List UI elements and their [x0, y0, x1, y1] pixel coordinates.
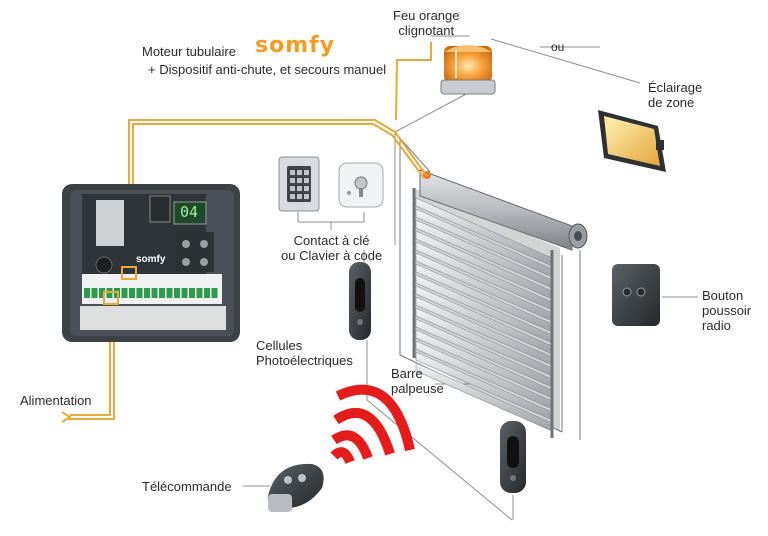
keypad-key [304, 194, 309, 199]
control-unit [62, 184, 240, 342]
terminal-block [174, 288, 180, 298]
safety-edge-label: Barre palpeuse [391, 366, 444, 396]
zone-light-label: Éclairage de zone [648, 80, 703, 110]
keypad-key [290, 194, 295, 199]
terminal-block [189, 288, 195, 298]
motor-label: Moteur tubulaire [142, 44, 236, 59]
terminal-block [136, 288, 143, 298]
keypad-key [290, 186, 295, 191]
remote-label: Télécommande [142, 479, 232, 494]
radio-push-button [612, 264, 660, 326]
terminal-block [211, 288, 218, 298]
code-keypad [278, 156, 320, 212]
keypad-key [297, 170, 302, 175]
terminal-block [204, 288, 210, 298]
terminal-block [144, 288, 150, 298]
terminal-block [166, 288, 173, 298]
terminal-block [99, 288, 105, 298]
photocell-bottom [500, 421, 526, 493]
board-display: 04 [180, 203, 199, 221]
somfy-logo: somfy [255, 33, 336, 58]
terminal-block [151, 288, 158, 298]
motor-options-label: + Dispositif anti-chute, et secours manu… [148, 62, 387, 77]
radio-button-label: Bouton poussoir radio [702, 288, 752, 333]
radio-signal-waves [330, 384, 415, 464]
terminal-block [129, 288, 135, 298]
zone-lamp [598, 110, 666, 172]
board-brand: somfy [136, 254, 166, 265]
keypad-key [297, 186, 302, 191]
terminal-block [196, 288, 203, 298]
roller-shutter [412, 169, 588, 438]
keypad-key [297, 194, 302, 199]
keypad-key [304, 178, 309, 183]
terminal-block [181, 288, 188, 298]
terminal-block [84, 288, 90, 298]
keypad-key [304, 170, 309, 175]
keys-label: Contact à clé ou Clavier à code [281, 233, 383, 263]
or-label: ou [551, 40, 565, 54]
terminal-block [159, 288, 165, 298]
keypad-key [290, 178, 295, 183]
connection-lines [243, 35, 698, 521]
power-supply-label: Alimentation [20, 393, 92, 408]
keypad-key [290, 170, 295, 175]
flashing-beacon [440, 45, 496, 95]
keypad-key [297, 178, 302, 183]
photocells-label: Cellules Photoélectriques [256, 338, 353, 368]
key-switch [338, 162, 384, 208]
keypad-key [304, 186, 309, 191]
flash-light-label: Feu orange clignotant [393, 8, 460, 38]
terminal-block [91, 288, 98, 298]
terminal-block [121, 288, 128, 298]
remote-fob [267, 463, 324, 512]
photocell-top [349, 262, 371, 340]
